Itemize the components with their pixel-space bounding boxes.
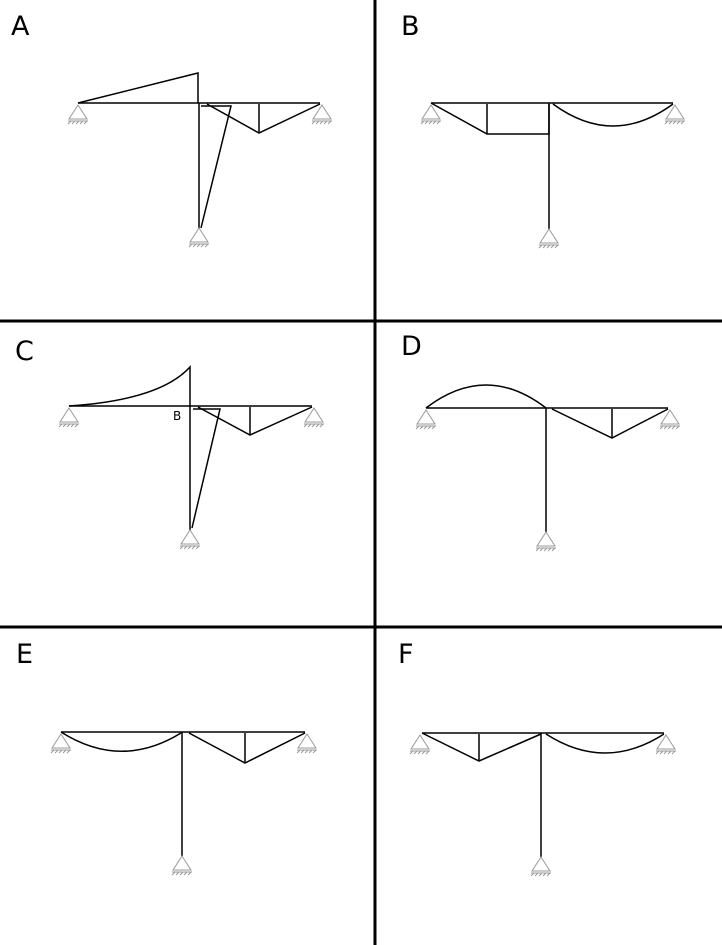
panel-d-right-span-diagram	[551, 408, 669, 439]
panel-d-support-bottom	[535, 531, 557, 552]
panel-c-node-label: B	[173, 409, 181, 423]
panel-c-support-bottom	[179, 529, 201, 550]
panel-a-support-right	[311, 104, 333, 125]
panel-c-column-diagram	[191, 408, 221, 529]
panel-c-left-span-diagram	[68, 365, 191, 407]
panel-b-support-bottom	[538, 228, 560, 249]
panel-d: D	[401, 331, 681, 552]
panel-e: E	[16, 639, 318, 876]
panel-f-support-left	[409, 734, 431, 755]
panel-c-support-right	[303, 407, 325, 428]
panel-d-support-left	[415, 409, 437, 430]
panel-f-left-span-diagram	[421, 732, 542, 762]
panel-a-left-span-diagram	[77, 72, 199, 104]
panel-c-label: C	[15, 336, 34, 367]
panel-a: A	[11, 11, 333, 248]
panel-a-label: A	[11, 11, 30, 42]
panel-f-support-bottom	[530, 856, 552, 877]
panel-e-support-right	[296, 733, 318, 754]
panel-f-label: F	[398, 639, 414, 670]
panel-e-label: E	[16, 639, 33, 670]
panel-c: C B	[15, 336, 325, 550]
panel-e-support-bottom	[171, 855, 193, 876]
panel-d-support-right	[659, 409, 681, 430]
panel-e-left-span-diagram	[60, 731, 182, 752]
panel-f-right-span-diagram	[545, 733, 665, 754]
panel-a-right-span-diagram	[206, 103, 321, 134]
panel-d-left-span-diagram	[425, 384, 547, 409]
panel-a-support-bottom	[188, 227, 210, 248]
panel-b-label: B	[401, 11, 420, 42]
panel-b-left-span-diagram	[430, 102, 550, 135]
panel-b: B	[401, 11, 686, 249]
panel-d-label: D	[401, 331, 422, 362]
panel-f: F	[398, 639, 677, 877]
panel-e-right-span-diagram	[188, 732, 306, 764]
panel-a-column-diagram	[200, 105, 232, 229]
panel-b-right-span-diagram	[552, 103, 674, 127]
panel-b-support-left	[420, 104, 442, 125]
panel-a-support-left	[67, 104, 89, 125]
panel-c-support-left	[58, 407, 80, 428]
